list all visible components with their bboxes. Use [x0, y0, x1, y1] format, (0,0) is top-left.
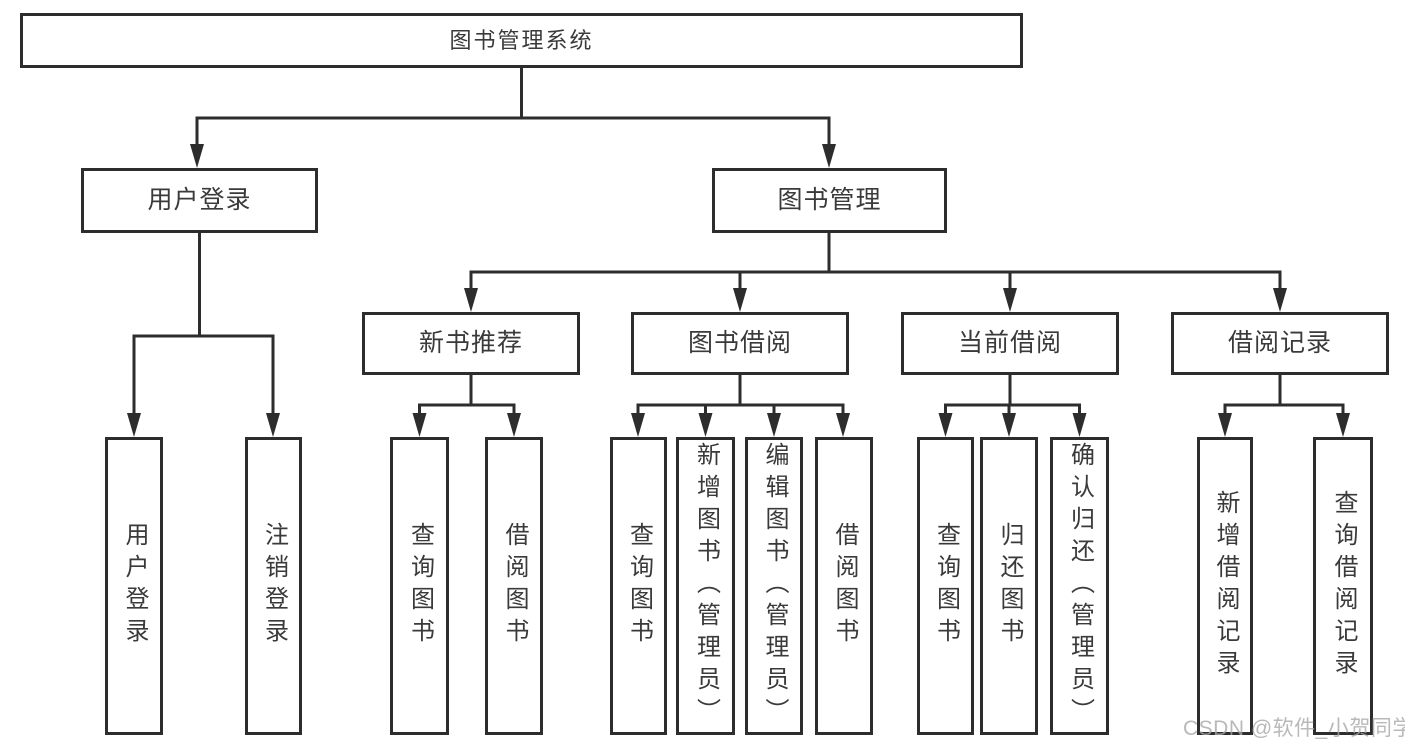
leaf-borrow-borrow-book-label: 借阅图书 [831, 522, 858, 650]
node-user-login-label: 用户登录 [147, 186, 252, 214]
connector-root-to-level2 [190, 66, 836, 168]
leaf-current-return-book-label: 归还图书 [996, 522, 1023, 650]
leaf-current-query-book-label: 查询图书 [932, 522, 960, 650]
leaf-current-confirm-return-admin-label: 确认归还（管理员） [1066, 442, 1094, 730]
leaf-recommend-borrow-book: 借阅图书 [485, 437, 543, 735]
leaf-recommend-query-book: 查询图书 [390, 437, 449, 735]
leaf-records-add-record: 新增借阅记录 [1197, 437, 1253, 735]
node-root: 图书管理系统 [20, 13, 1023, 68]
connector-manage-to-level3 [464, 231, 1287, 312]
node-book-borrow: 图书借阅 [631, 312, 849, 375]
node-root-label: 图书管理系统 [449, 27, 594, 53]
leaf-current-confirm-return-admin: 确认归还（管理员） [1050, 437, 1109, 735]
leaf-records-query-record: 查询借阅记录 [1313, 437, 1373, 735]
node-new-book-recommend-label: 新书推荐 [418, 329, 523, 357]
connector-records-to-leaves [1218, 373, 1350, 437]
leaf-records-query-record-label: 查询借阅记录 [1330, 490, 1357, 682]
csdn-watermark: CSDN @软件_小贺同学 [1183, 717, 1405, 740]
leaf-borrow-borrow-book: 借阅图书 [815, 437, 873, 735]
leaf-records-add-record-label: 新增借阅记录 [1212, 490, 1239, 682]
node-borrow-records-label: 借阅记录 [1227, 329, 1332, 357]
leaf-logout: 注销登录 [245, 437, 302, 735]
node-book-borrow-label: 图书借阅 [687, 329, 792, 357]
leaf-user-login-label: 用户登录 [121, 522, 148, 650]
node-user-login: 用户登录 [81, 168, 318, 233]
node-new-book-recommend: 新书推荐 [362, 312, 580, 375]
leaf-borrow-add-book-admin: 新增图书（管理员） [676, 437, 735, 735]
connector-current-to-leaves [938, 373, 1087, 437]
connector-login-to-leaves [127, 231, 280, 437]
node-book-manage-label: 图书管理 [777, 186, 882, 214]
leaf-current-query-book: 查询图书 [917, 437, 974, 735]
leaf-user-login: 用户登录 [105, 437, 163, 735]
node-current-borrow: 当前借阅 [901, 312, 1119, 375]
connector-recommend-to-leaves [412, 373, 521, 437]
node-book-manage: 图书管理 [712, 168, 947, 233]
leaf-borrow-edit-book-admin: 编辑图书（管理员） [745, 437, 803, 735]
leaf-recommend-borrow-book-label: 借阅图书 [501, 522, 528, 650]
connector-borrow-to-leaves [631, 373, 850, 437]
leaf-borrow-query-book: 查询图书 [610, 437, 667, 735]
node-current-borrow-label: 当前借阅 [957, 329, 1062, 357]
node-borrow-records: 借阅记录 [1171, 312, 1389, 375]
leaf-borrow-query-book-label: 查询图书 [625, 522, 653, 650]
leaf-borrow-add-book-admin-label: 新增图书（管理员） [692, 442, 720, 730]
leaf-borrow-edit-book-admin-label: 编辑图书（管理员） [761, 442, 788, 730]
leaf-logout-label: 注销登录 [260, 522, 288, 650]
leaf-recommend-query-book-label: 查询图书 [406, 522, 434, 650]
leaf-current-return-book: 归还图书 [980, 437, 1038, 735]
